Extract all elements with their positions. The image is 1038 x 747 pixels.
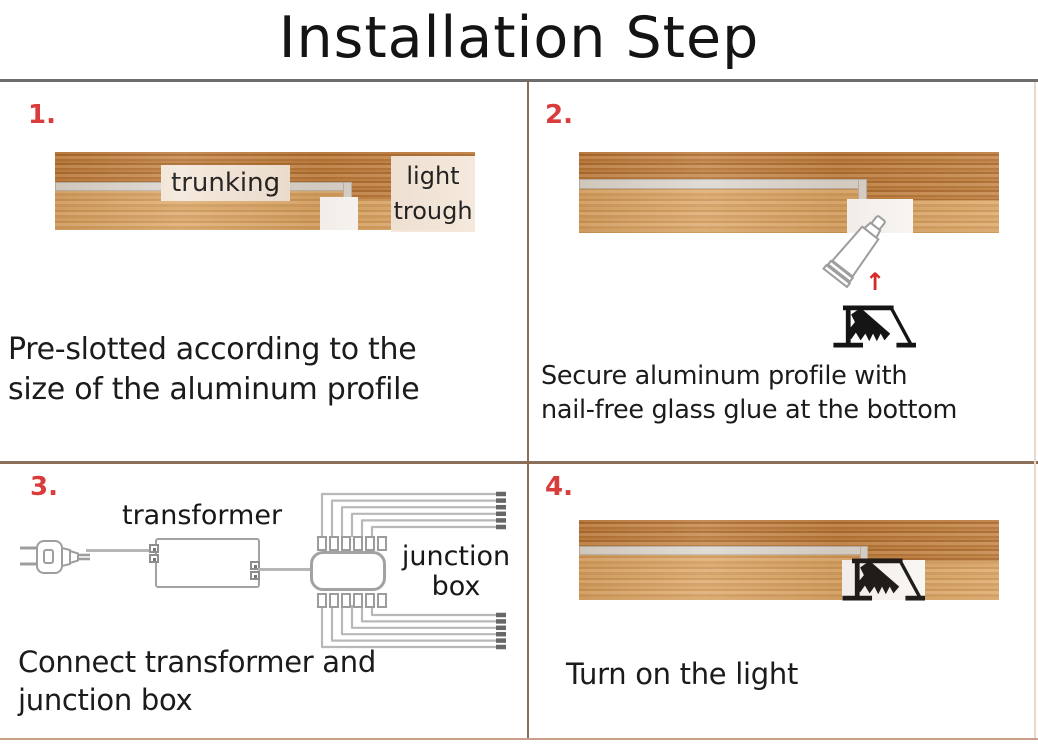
connector	[365, 536, 375, 551]
connector	[329, 593, 339, 608]
trunking-channel-line	[579, 546, 868, 555]
transformer-to-junction-wire	[258, 568, 314, 571]
step1-number: 1.	[28, 100, 56, 130]
trunking-label: trunking	[161, 165, 291, 201]
caption-line: Connect transformer and	[18, 645, 376, 679]
connector	[317, 536, 327, 551]
connector	[341, 536, 351, 551]
step1-caption: Pre-slotted according to the size of the…	[8, 330, 494, 410]
trunking-channel-step	[858, 179, 867, 201]
right-border-line	[1034, 82, 1036, 738]
up-arrow-icon: ↑	[865, 268, 886, 296]
step4-panel: 4. Turn on the light	[529, 464, 1038, 738]
light-trough-label: light trough	[391, 156, 475, 232]
transformer-terminal	[250, 571, 260, 580]
plug-to-transformer-wire	[86, 549, 158, 552]
connector	[317, 593, 327, 608]
caption-line: junction box	[18, 682, 193, 717]
page-title: Installation Step	[278, 5, 760, 71]
vertical-divider	[527, 82, 529, 738]
aluminum-profile-icon	[841, 553, 925, 605]
caption-line: nail-free glass glue at the bottom	[541, 394, 958, 425]
transformer-icon	[155, 538, 260, 588]
title-divider-line	[0, 79, 1038, 82]
step3-number: 3.	[30, 472, 58, 502]
aluminum-profile-icon	[832, 300, 916, 352]
connector	[353, 593, 363, 608]
junction-box-icon	[310, 551, 386, 591]
junction-box-top-connectors	[317, 536, 387, 551]
step3-caption: Connect transformer and junction box	[18, 644, 454, 719]
connector	[365, 593, 375, 608]
step3-panel: 3. transformer	[0, 464, 527, 738]
caption-line: Turn on the light	[566, 657, 799, 691]
bottom-border-line	[0, 738, 1038, 740]
caption-line: Pre-slotted according to the	[8, 332, 417, 367]
glue-tube-icon	[822, 215, 886, 289]
caption-line: size of the aluminum profile	[8, 372, 420, 408]
step2-panel: 2. ↑ Secure aluminum profile with nail	[529, 82, 1038, 461]
junction-box-bottom-connectors	[317, 593, 387, 608]
wood-trunking-cross-section-image	[579, 520, 999, 600]
step4-caption: Turn on the light	[566, 656, 1006, 694]
wood-dark-section	[860, 520, 999, 561]
connector	[329, 536, 339, 551]
trunking-channel-line	[579, 179, 867, 189]
junction-box-label: junction box	[401, 541, 511, 602]
power-plug-icon	[20, 540, 90, 574]
step4-number: 4.	[545, 472, 573, 502]
step1-panel: 1. trunking light trough Pre-slotted acc…	[0, 82, 527, 461]
transformer-terminal	[250, 561, 260, 570]
horizontal-divider	[0, 461, 1038, 464]
transformer-terminal	[149, 554, 159, 563]
step2-caption: Secure aluminum profile with nail-free g…	[541, 360, 1035, 427]
transformer-terminal	[149, 544, 159, 553]
step2-number: 2.	[545, 100, 573, 130]
connector	[377, 536, 387, 551]
transformer-label: transformer	[122, 500, 283, 531]
light-trough-notch	[320, 197, 358, 230]
caption-line: Secure aluminum profile with	[541, 361, 908, 391]
junction-box-wires	[320, 491, 506, 650]
wood-dark-section	[859, 152, 999, 200]
wood-trunking-cross-section-image	[579, 152, 999, 233]
wood-trunking-cross-section-image: trunking light trough	[55, 152, 475, 232]
connector	[341, 593, 351, 608]
connector	[353, 536, 363, 551]
connector	[377, 593, 387, 608]
